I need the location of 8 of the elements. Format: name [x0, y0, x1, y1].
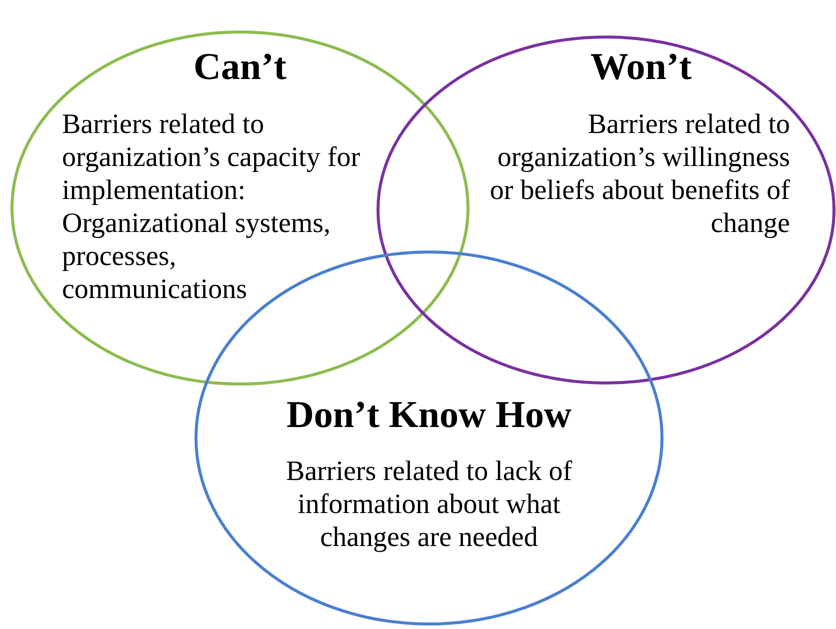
- circle-heading: Won’t: [589, 45, 693, 89]
- venn-circle: [376, 35, 836, 385]
- circle-description: Barriers related to organization’s willingness or beliefs about benefits of change: [488, 108, 790, 240]
- circle-heading: Can’t: [192, 45, 288, 89]
- circle-description: Barriers related to organization’s capacity for implementation: Organizational systems, processes, communications: [62, 108, 362, 306]
- venn-circle: [10, 30, 470, 386]
- circle-description: Barriers related to lack of information about what changes are needed: [284, 455, 574, 554]
- circle-heading: Don’t Know How: [285, 393, 573, 437]
